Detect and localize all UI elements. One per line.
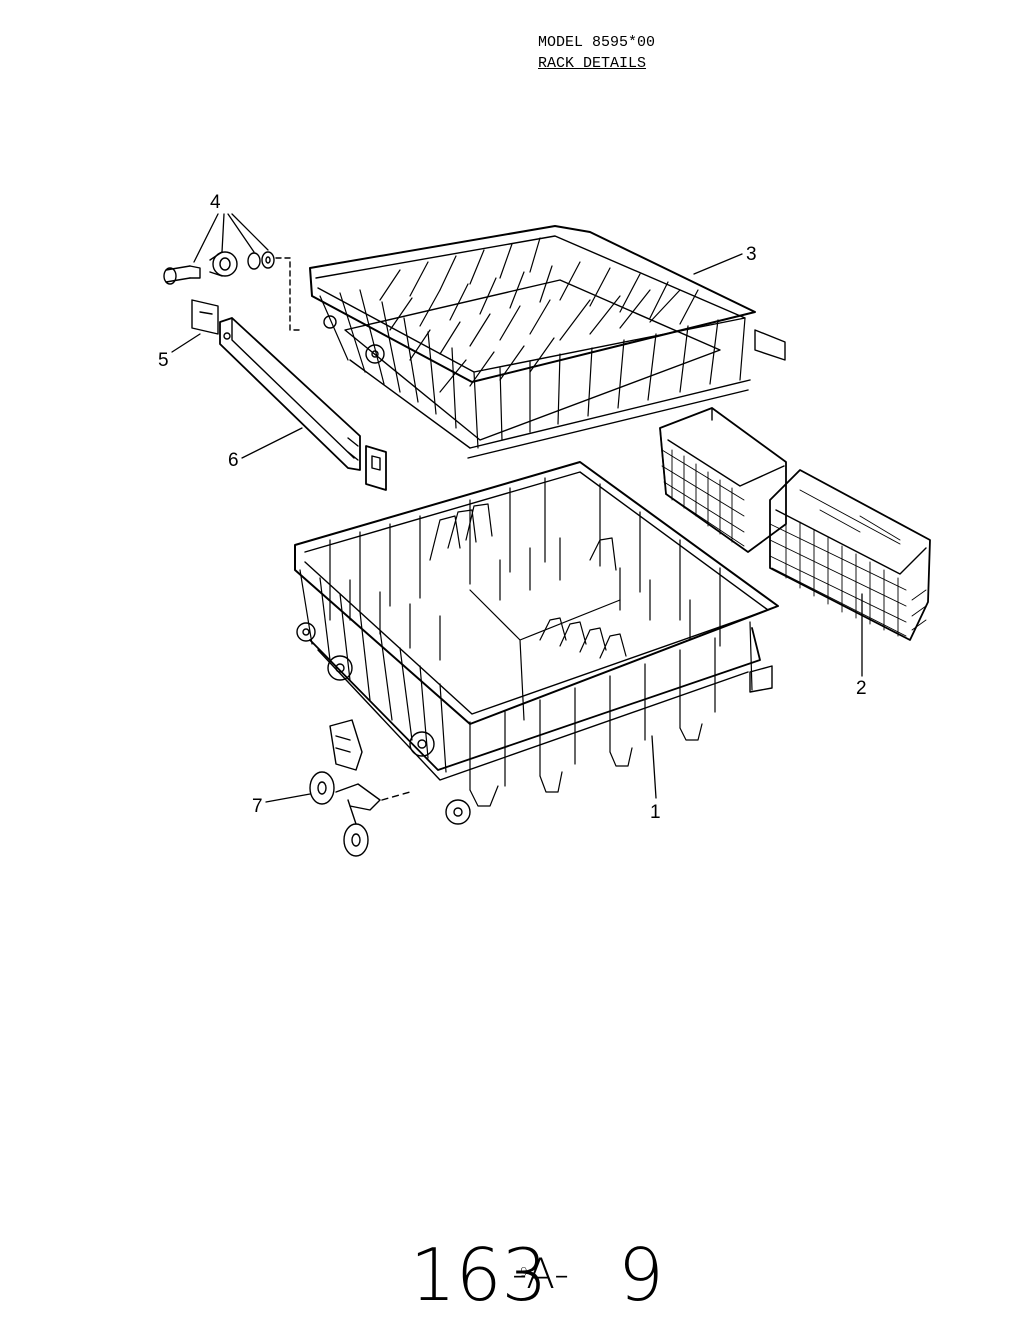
handwritten-code-part2: -A- [512,1249,569,1298]
leader-lines [171,213,863,803]
callout-2: 2 [856,678,867,699]
callout-4: 4 [210,192,221,213]
rack-roller-hardware [163,251,301,331]
lower-rack-wires [299,477,753,807]
callout-3: 3 [746,244,757,265]
handwritten-code: 163 -A- 9 9 [410,1233,664,1317]
lower-rack [294,461,779,825]
rack-end-cap [191,299,219,335]
page-header: MODEL 8595*00 RACK DETAILS [538,32,655,74]
handwritten-code-part3: 9 [618,1233,664,1317]
callout-5: 5 [158,350,169,371]
model-number: MODEL 8595*00 [538,34,656,51]
callout-6: 6 [228,450,239,471]
rack-slide-rail [219,317,387,491]
handwritten-small-mark: 9 [520,1265,528,1279]
upper-rack-wires [319,237,746,449]
upper-rack [309,225,786,459]
page-subtitle: RACK DETAILS [538,55,647,72]
lower-rack-wheels [296,622,773,825]
lower-wheel-assembly [309,719,411,857]
silverware-basket-rear [659,407,787,553]
silverware-basket-front [769,469,931,641]
handwritten-code-part1: 163 [410,1233,547,1317]
callout-7: 7 [252,796,263,817]
callout-1: 1 [650,802,661,823]
